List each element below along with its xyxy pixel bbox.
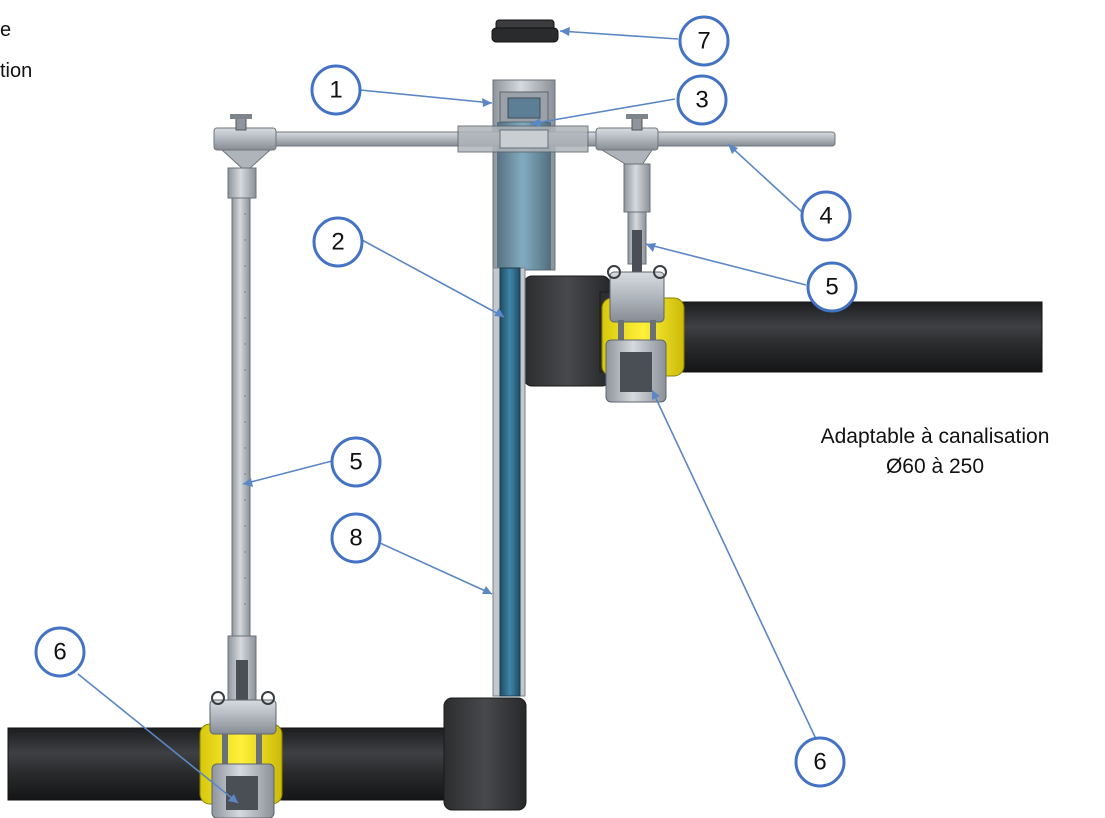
callout-7: 7	[678, 15, 730, 67]
callout-3: 3	[676, 74, 728, 126]
right-clamp	[605, 265, 667, 403]
leader-arrowheads	[228, 27, 738, 803]
left-clamp	[209, 691, 277, 818]
clipped-text-line2: tion	[0, 60, 33, 82]
svg-text:2: 2	[331, 229, 344, 256]
left-elbow-box	[443, 697, 527, 811]
top-horizontal-bar	[213, 114, 836, 171]
callout-8: 8	[330, 512, 382, 564]
svg-text:5: 5	[825, 274, 838, 301]
right-pipe	[669, 301, 1043, 373]
callout-5-right: 5	[806, 261, 858, 313]
pipe-range-caption: Adaptable à canalisation Ø60 à 250	[770, 422, 1100, 482]
svg-text:6: 6	[813, 749, 826, 776]
svg-text:3: 3	[695, 87, 708, 114]
callout-4: 4	[800, 190, 852, 242]
caption-line-1: Adaptable à canalisation	[820, 425, 1050, 448]
svg-text:6: 6	[53, 639, 66, 666]
svg-text:4: 4	[819, 203, 832, 230]
svg-text:1: 1	[329, 77, 342, 104]
svg-text:5: 5	[349, 449, 362, 476]
caption-line-2: Ø60 à 250	[885, 455, 985, 478]
right-hanging-rod	[623, 163, 651, 280]
central-column	[492, 79, 556, 697]
callout-6-left: 6	[34, 626, 86, 678]
svg-text:7: 7	[697, 28, 710, 55]
svg-text:8: 8	[349, 525, 362, 552]
clipped-text-line1: e	[0, 19, 12, 41]
right-elbow-box	[523, 275, 615, 387]
leader-lines	[77, 30, 817, 804]
callout-5-left: 5	[330, 436, 382, 488]
callout-2: 2	[312, 216, 364, 268]
left-vertical-rod	[227, 167, 257, 721]
top-cap	[491, 19, 559, 43]
callout-6-right: 6	[794, 736, 846, 788]
callout-1: 1	[310, 64, 362, 116]
